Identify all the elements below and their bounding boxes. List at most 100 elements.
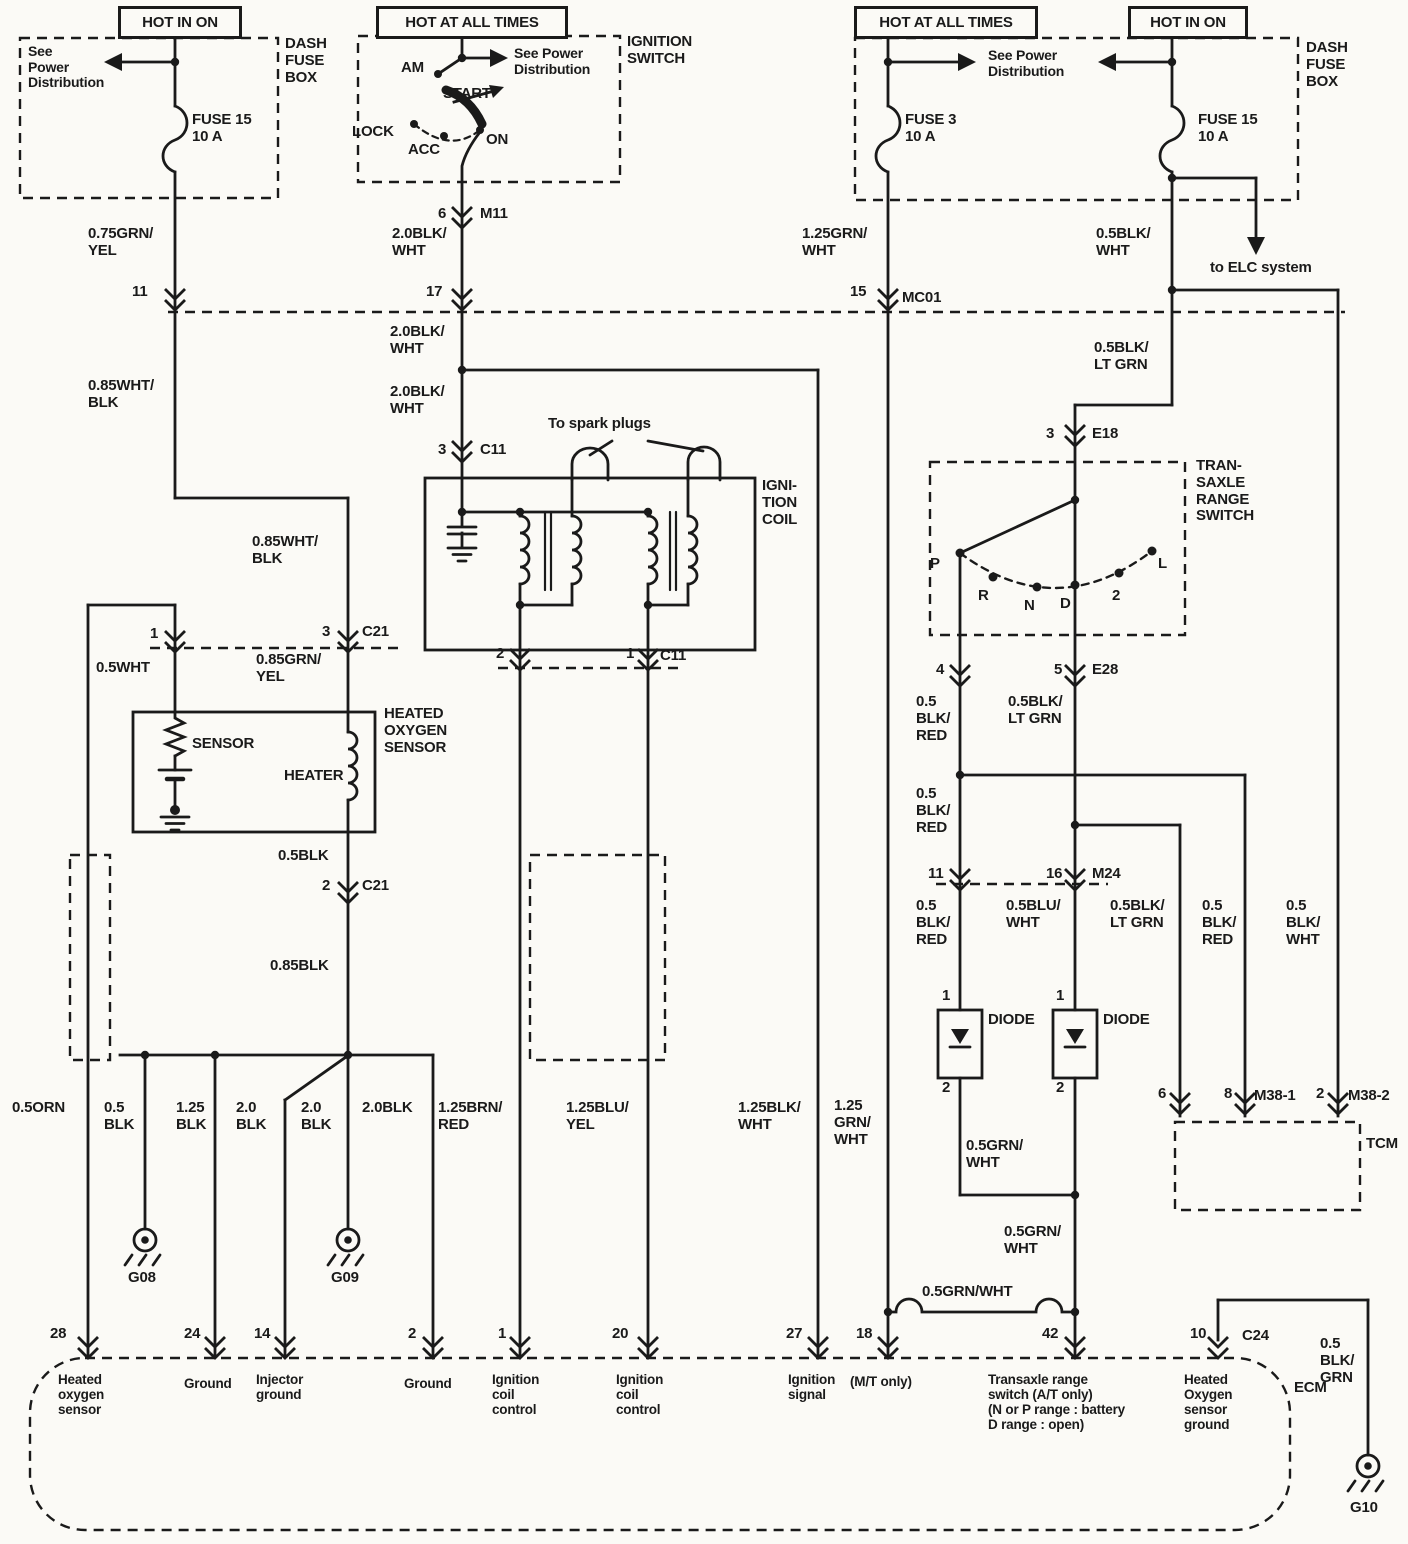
condenser-plates <box>446 525 478 536</box>
to-elc-system-label: to ELC system <box>1210 259 1312 276</box>
ecm-label: ECM <box>1294 1379 1327 1396</box>
conn-pin-3-e18: 3 <box>1046 425 1055 442</box>
conn-m11: M11 <box>480 205 508 222</box>
coil-core-2 <box>668 510 678 592</box>
wire-05blk-g08: 0.5 BLK <box>104 1099 135 1133</box>
ecm-fn-ignition-signal: Ignition signal <box>788 1372 836 1403</box>
wire-20blk-c: 2.0BLK <box>362 1099 413 1116</box>
coil-primary-2 <box>646 514 659 586</box>
arrow-power-dist-right-b <box>1098 53 1116 71</box>
diode-2-icon <box>1063 1029 1087 1049</box>
ecm-pin-24: 24 <box>184 1325 201 1342</box>
wire-125grn-wht-top: 1.25GRN/ WHT <box>802 225 868 259</box>
ignition-position-acc: ACC <box>408 141 440 158</box>
ecm-fn-ho2s-ground: Heated Oxygen sensor ground <box>1184 1372 1233 1433</box>
ground-g10-label: G10 <box>1350 1499 1378 1516</box>
fuse-3-symbol <box>874 104 902 174</box>
see-power-distribution-left: See Power Distribution <box>28 43 105 91</box>
conn-pin-8-m38: 8 <box>1224 1085 1233 1102</box>
wire-20blk-wht-2: 2.0BLK/ WHT <box>390 323 445 357</box>
arrow-power-dist-left <box>104 53 122 71</box>
ecm-pin-1: 1 <box>498 1325 507 1342</box>
conn-mc01: MC01 <box>902 289 942 306</box>
ecm-pin-42: 42 <box>1042 1325 1059 1342</box>
wire-05grn-wht-3: 0.5GRN/WHT <box>922 1283 1013 1300</box>
wire-05grn-wht-2: 0.5GRN/ WHT <box>1004 1223 1061 1257</box>
connector-chevrons <box>76 205 1350 1360</box>
wire-05blk-red-2: 0.5 BLK/ RED <box>916 785 951 836</box>
wire-075grn-yel: 0.75GRN/ YEL <box>88 225 154 259</box>
wire-125brn-red: 1.25BRN/ RED <box>438 1099 503 1133</box>
wire-20blk-b: 2.0 BLK <box>301 1099 332 1133</box>
conn-pin-11-m24: 11 <box>928 865 944 882</box>
wire-20blk-wht-1: 2.0BLK/ WHT <box>392 225 447 259</box>
ecm-fn-injector-ground: Injector ground <box>256 1372 304 1403</box>
ignition-switch-wiper <box>441 85 487 129</box>
arrowheads <box>104 49 1265 255</box>
conn-pin-17: 17 <box>426 283 443 300</box>
trs-position-l: L <box>1158 555 1167 572</box>
ecm-fn-mt-only: (M/T only) <box>850 1374 912 1389</box>
conn-m38-1: M38-1 <box>1254 1087 1296 1104</box>
to-spark-plugs-label: To spark plugs <box>548 415 651 432</box>
arrow-power-dist-ignition <box>490 49 508 67</box>
conn-pin-1-c21: 1 <box>150 625 159 642</box>
ecm-fn-ground-1: Ground <box>184 1376 232 1391</box>
trs-position-2: 2 <box>1112 587 1121 604</box>
wire-05blk-red-3: 0.5 BLK/ RED <box>916 897 951 948</box>
transaxle-range-switch-label: TRAN- SAXLE RANGE SWITCH <box>1196 457 1254 525</box>
conn-c21-top: C21 <box>362 623 389 640</box>
trs-contact-p <box>955 548 965 558</box>
contact-acc <box>440 132 448 140</box>
ecm-pin-14: 14 <box>254 1325 271 1342</box>
diode-1-pin-2: 2 <box>942 1079 951 1096</box>
contact-on <box>476 126 484 134</box>
ecm-fn-ho2s: Heated oxygen sensor <box>58 1372 105 1418</box>
sensor-label: SENSOR <box>192 735 255 752</box>
ignition-position-am: AM <box>401 59 424 76</box>
ground-g10-icon <box>1346 1453 1385 1493</box>
wire-05blk-ltgrn-top: 0.5BLK/ LT GRN <box>1094 339 1149 373</box>
fuse-15-left-symbol <box>161 104 189 174</box>
spark-bracket-2 <box>646 439 705 453</box>
coil-secondary-2 <box>686 514 699 586</box>
heater-label: HEATER <box>284 767 344 784</box>
wire-05blk-grn: 0.5 BLK/ GRN <box>1320 1335 1355 1386</box>
dash-fuse-box-right-label: DASH FUSE BOX <box>1306 39 1348 90</box>
heated-oxygen-sensor-label: HEATED OXYGEN SENSOR <box>384 705 447 756</box>
trs-contact-arc <box>958 549 1154 590</box>
diode-2-label: DIODE <box>1103 1011 1150 1028</box>
see-power-distribution-ignition: See Power Distribution <box>514 45 591 77</box>
ecm-fn-trs: Transaxle range switch (A/T only) (N or … <box>988 1372 1125 1433</box>
conn-pin-6: 6 <box>438 205 447 222</box>
spark-bracket-1 <box>588 439 614 457</box>
junction-dots <box>140 53 1177 1317</box>
wire-05blk-ltgrn-3: 0.5BLK/ LT GRN <box>1110 897 1165 931</box>
trs-position-n: N <box>1024 597 1035 614</box>
dash-fuse-box-right <box>853 36 1300 202</box>
component-symbols <box>123 70 1385 1493</box>
wires <box>86 32 1370 1457</box>
shield-box-left <box>68 853 112 1062</box>
wire-05wht: 0.5WHT <box>96 659 150 676</box>
wire-05blk-red-4: 0.5 BLK/ RED <box>1202 897 1237 948</box>
diode-1-pin-1: 1 <box>942 987 951 1004</box>
conn-c11-top: C11 <box>480 441 507 458</box>
wire-085grn-yel: 0.85GRN/ YEL <box>256 651 322 685</box>
ground-g08-label: G08 <box>128 1269 156 1286</box>
fuse-15-right-symbol <box>1158 104 1186 174</box>
ecm-pin-27: 27 <box>786 1325 803 1342</box>
tcm-box <box>1173 1120 1362 1212</box>
ignition-position-lock: LOCK <box>352 123 394 140</box>
contact-lock <box>410 120 418 128</box>
trs-contact-r <box>988 572 998 582</box>
conn-e28: E28 <box>1092 661 1119 678</box>
sensor-chassis-ground-icon <box>159 815 191 832</box>
wire-085wht-blk-1: 0.85WHT/ BLK <box>88 377 154 411</box>
wire-05grn-wht-1: 0.5GRN/ WHT <box>966 1137 1023 1171</box>
ignition-switch-label: IGNITION SWITCH <box>627 33 693 67</box>
ignition-coil-box <box>423 476 757 652</box>
wire-05blk: 0.5BLK <box>278 847 329 864</box>
